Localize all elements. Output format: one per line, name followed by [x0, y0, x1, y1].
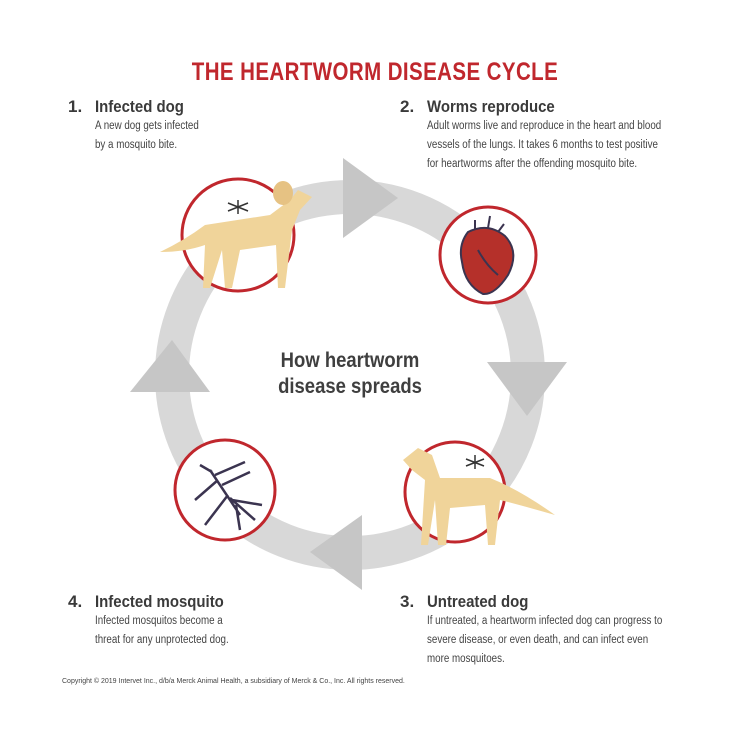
page-title: THE HEARTWORM DISEASE CYCLE: [191, 58, 559, 86]
copyright-notice: Copyright © 2019 Intervet Inc., d/b/a Me…: [62, 678, 405, 685]
arrow-down: [487, 362, 567, 416]
step-heading: Infected mosquito: [95, 592, 224, 611]
untreated-dog-icon: [403, 440, 555, 545]
step-number: 4.: [68, 592, 83, 611]
step-description: If untreated, a heartworm infected dog c…: [427, 615, 663, 665]
infected-dog-icon: [160, 177, 312, 293]
step-3: 3. Untreated dog If untreated, a heartwo…: [400, 592, 750, 669]
arrow-right: [343, 158, 398, 238]
center-label-line: How heartworm: [280, 349, 420, 372]
step-heading: Untreated dog: [427, 592, 529, 611]
step-2: 2. Worms reproduce Adult worms live and …: [400, 97, 750, 174]
arrow-up: [130, 340, 210, 392]
step-heading: Worms reproduce: [427, 97, 555, 116]
heart-icon: [438, 205, 538, 305]
step-number: 3.: [400, 592, 415, 611]
center-label-line: disease spreads: [278, 375, 422, 398]
step-number: 1.: [68, 97, 83, 116]
mosquito-icon: [173, 438, 277, 542]
step-number: 2.: [400, 97, 415, 116]
step-heading: Infected dog: [95, 97, 184, 116]
step-4: 4. Infected mosquito Infected mosquitos …: [68, 592, 425, 650]
arrow-left: [310, 515, 362, 590]
center-label: How heartworm disease spreads: [253, 348, 447, 400]
step-description: Adult worms live and reproduce in the he…: [427, 120, 662, 170]
